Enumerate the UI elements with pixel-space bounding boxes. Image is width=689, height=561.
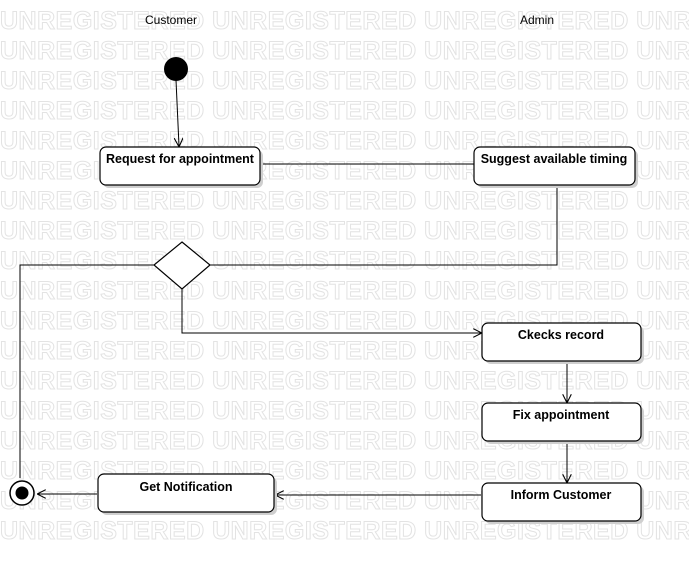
edge-decision-to-checks: [181, 289, 481, 333]
activity-checks-label: Ckecks record: [518, 328, 604, 342]
final-node-dot: [15, 486, 29, 500]
initial-node: [164, 57, 188, 81]
watermark-row: UNREGISTERED UNREGISTERED UNREGISTERED U…: [0, 277, 689, 305]
activity-inform: Inform Customer: [481, 482, 644, 524]
activity-request: Request for appointment: [99, 146, 263, 188]
edge-decision-to-end: [19, 264, 155, 478]
edge-suggest-to-decision: [210, 185, 558, 266]
activity-notify: Get Notification: [97, 473, 277, 515]
watermark-row: UNREGISTERED UNREGISTERED UNREGISTERED U…: [0, 217, 689, 245]
watermark-row: UNREGISTERED UNREGISTERED UNREGISTERED U…: [0, 97, 689, 125]
edge-start-to-request: [176, 79, 179, 146]
activity-fix-label: Fix appointment: [513, 408, 610, 422]
watermark-row: UNREGISTERED UNREGISTERED UNREGISTERED U…: [0, 67, 689, 95]
lane-label-customer: Customer: [145, 13, 197, 27]
activity-suggest: Suggest available timing: [473, 146, 638, 188]
activity-notify-label: Get Notification: [139, 480, 232, 494]
watermark-row: UNREGISTERED UNREGISTERED UNREGISTERED U…: [0, 247, 689, 275]
activity-suggest-label: Suggest available timing: [481, 152, 628, 166]
activity-checks: Ckecks record: [481, 322, 644, 364]
watermark: UNREGISTERED UNREGISTERED UNREGISTERED U…: [0, 7, 689, 546]
activity-inform-label: Inform Customer: [511, 488, 612, 502]
watermark-row: UNREGISTERED UNREGISTERED UNREGISTERED U…: [0, 7, 689, 35]
activity-fix: Fix appointment: [481, 402, 644, 444]
watermark-row: UNREGISTERED UNREGISTERED UNREGISTERED U…: [0, 367, 689, 395]
watermark-row: UNREGISTERED UNREGISTERED UNREGISTERED U…: [0, 187, 689, 215]
activity-request-label: Request for appointment: [106, 152, 255, 166]
watermark-row: UNREGISTERED UNREGISTERED UNREGISTERED U…: [0, 37, 689, 65]
decision-node: [153, 241, 211, 290]
lane-label-admin: Admin: [520, 13, 554, 27]
